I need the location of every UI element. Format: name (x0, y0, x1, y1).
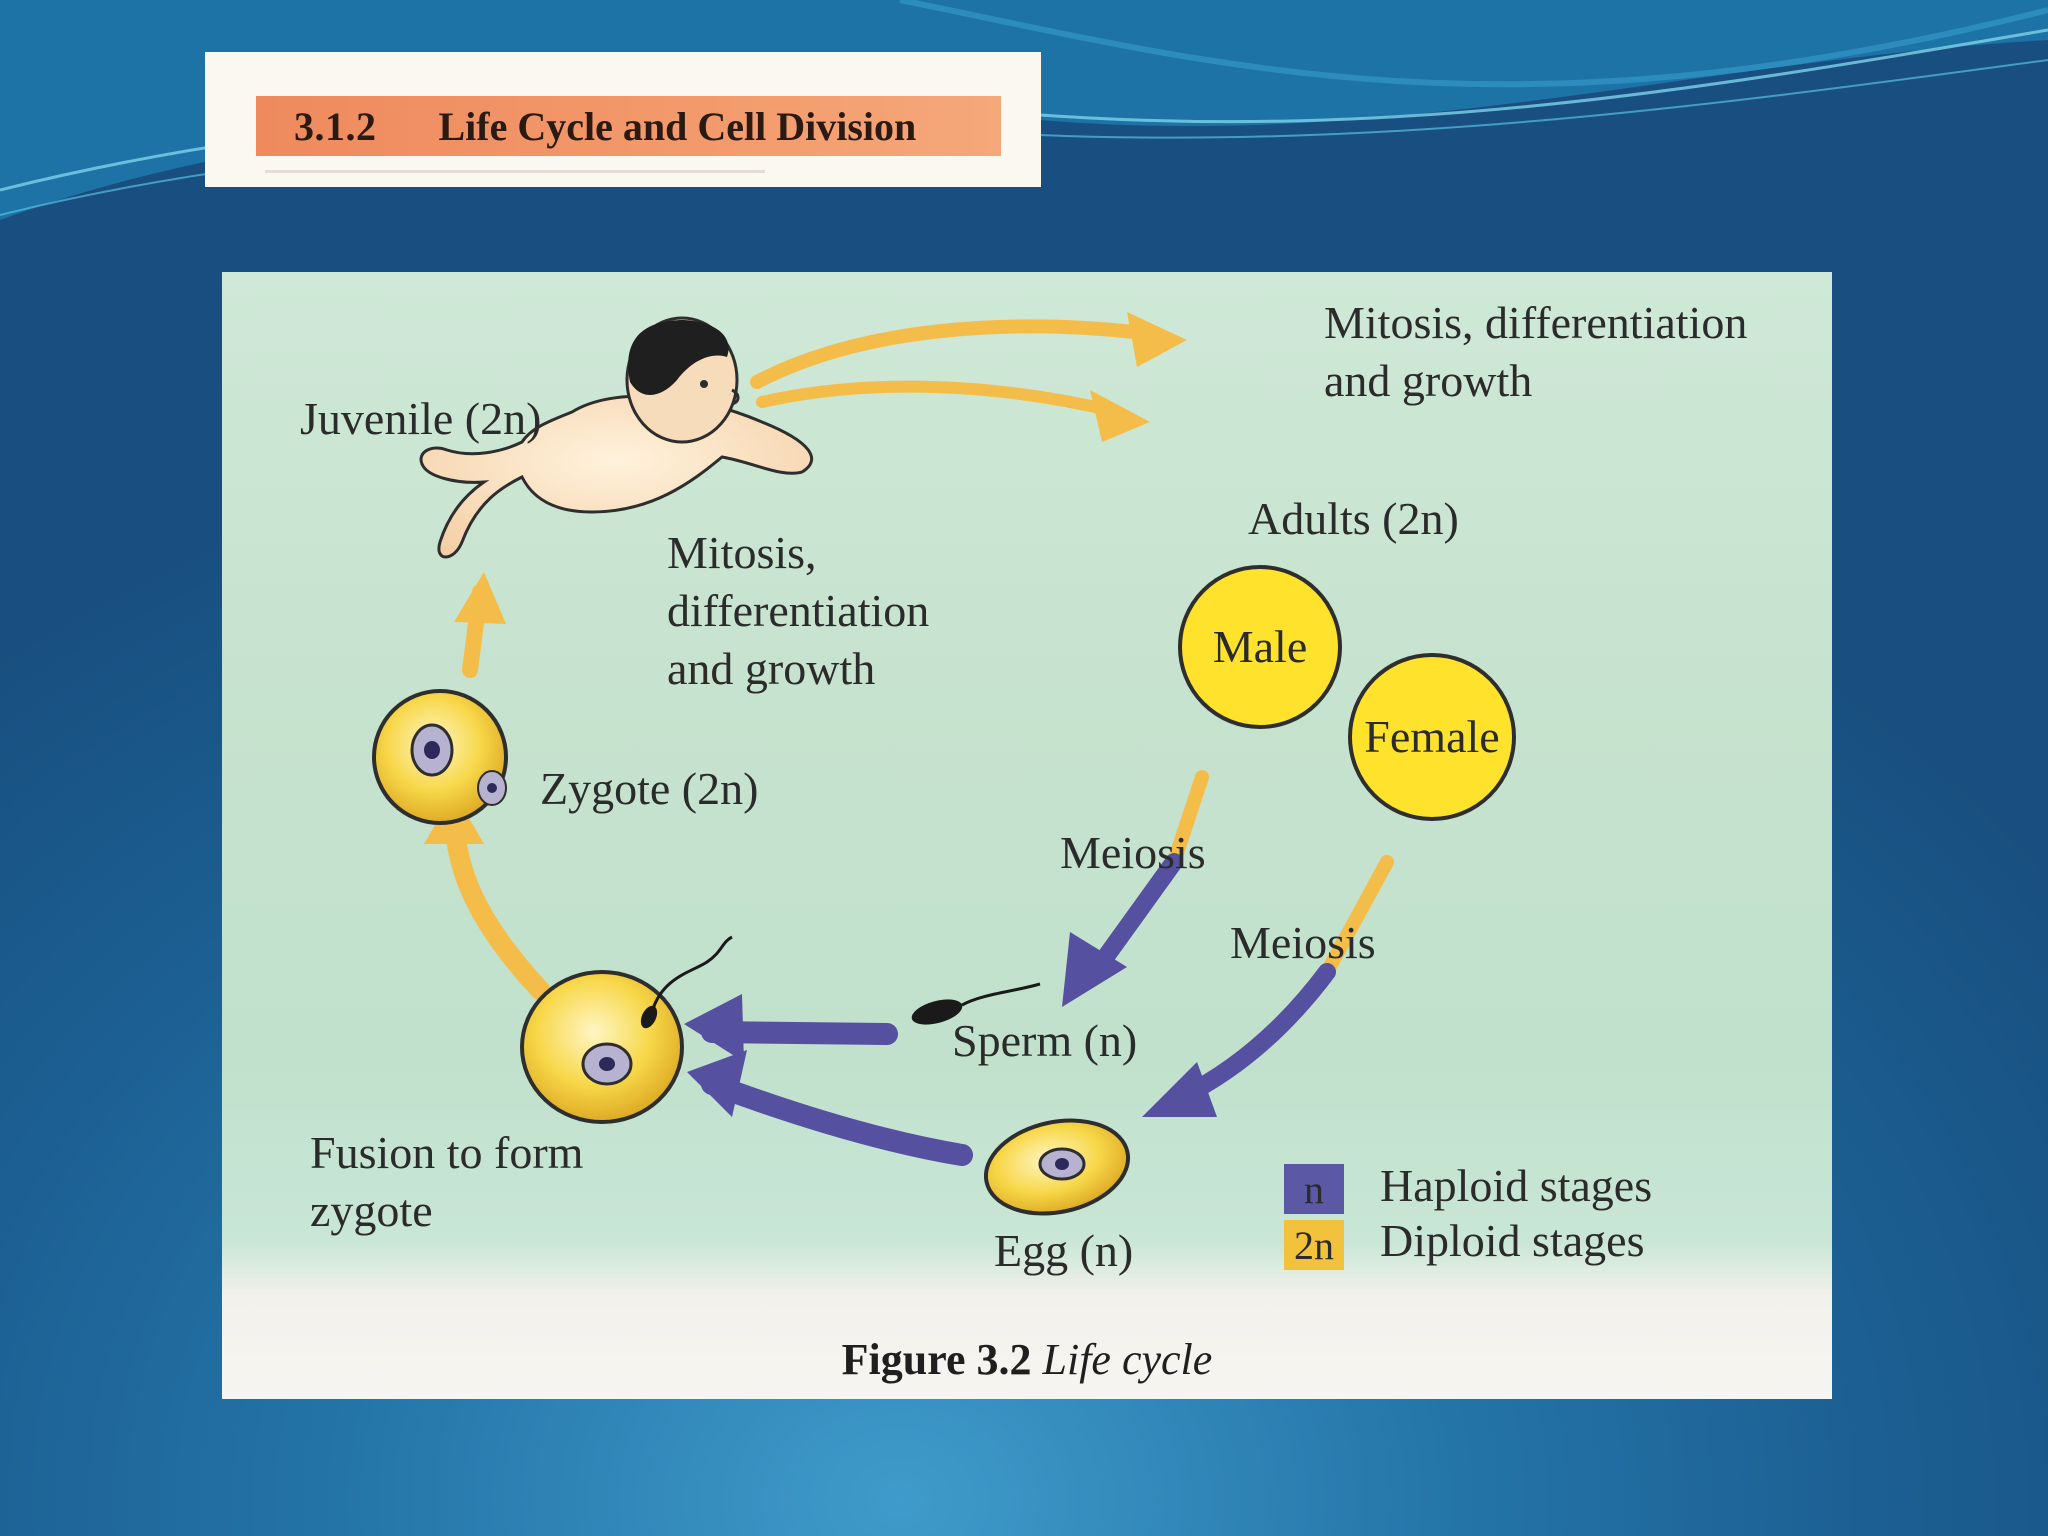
label-male: Male (1212, 621, 1308, 672)
sperm-cell (911, 982, 1041, 1025)
label-mitosis-top: Mitosis, differentiation and growth (1324, 297, 1748, 406)
life-cycle-diagram (372, 312, 1516, 1216)
juvenile-illustration (419, 316, 814, 559)
figure-title: Life cycle (1042, 1335, 1213, 1384)
label-meiosis-right: Meiosis (1230, 917, 1376, 968)
label-juvenile: Juvenile (2n) (300, 393, 542, 444)
section-title-box: 3.1.2 Life Cycle and Cell Division (205, 52, 1041, 187)
legend-diploid-swatch: 2n (1284, 1220, 1344, 1270)
legend-diploid-label: Diploid stages (1380, 1215, 1645, 1266)
title-underline (265, 170, 765, 173)
label-meiosis-left: Meiosis (1060, 827, 1206, 878)
fusion-cell (520, 935, 733, 1124)
label-sperm: Sperm (n) (952, 1015, 1138, 1066)
section-title: Life Cycle and Cell Division (438, 103, 917, 149)
female-to-egg-arrow (1142, 855, 1394, 1117)
zygote-to-juvenile-arrow (454, 572, 506, 678)
figure-label: Figure 3.2 (841, 1335, 1032, 1384)
label-female: Female (1364, 711, 1500, 762)
figure-caption: Figure 3.2 Life cycle (222, 1334, 1832, 1385)
zygote-cell (372, 689, 508, 825)
sperm-to-fusion-arrow (684, 994, 898, 1062)
legend-haploid-label: Haploid stages (1380, 1160, 1653, 1211)
label-mitosis-mid: Mitosis, differentiation and growth (667, 527, 930, 694)
legend-haploid-swatch: n (1284, 1164, 1344, 1214)
label-fusion: Fusion to form zygote (310, 1127, 584, 1236)
egg-cell (983, 1118, 1131, 1216)
life-cycle-figure: Mitosis, differentiation and growth Juve… (222, 272, 1832, 1399)
egg-to-fusion-arrow (687, 1050, 973, 1166)
label-zygote: Zygote (2n) (540, 763, 759, 814)
section-title-strip: 3.1.2 Life Cycle and Cell Division (256, 96, 1001, 156)
top-mitosis-arrows (750, 312, 1187, 442)
female-circle (1348, 653, 1516, 821)
label-adults: Adults (2n) (1248, 493, 1459, 544)
section-number: 3.1.2 (294, 103, 377, 149)
label-egg: Egg (n) (994, 1225, 1134, 1276)
male-to-sperm-arrow (1062, 770, 1209, 1007)
male-circle (1178, 565, 1342, 729)
